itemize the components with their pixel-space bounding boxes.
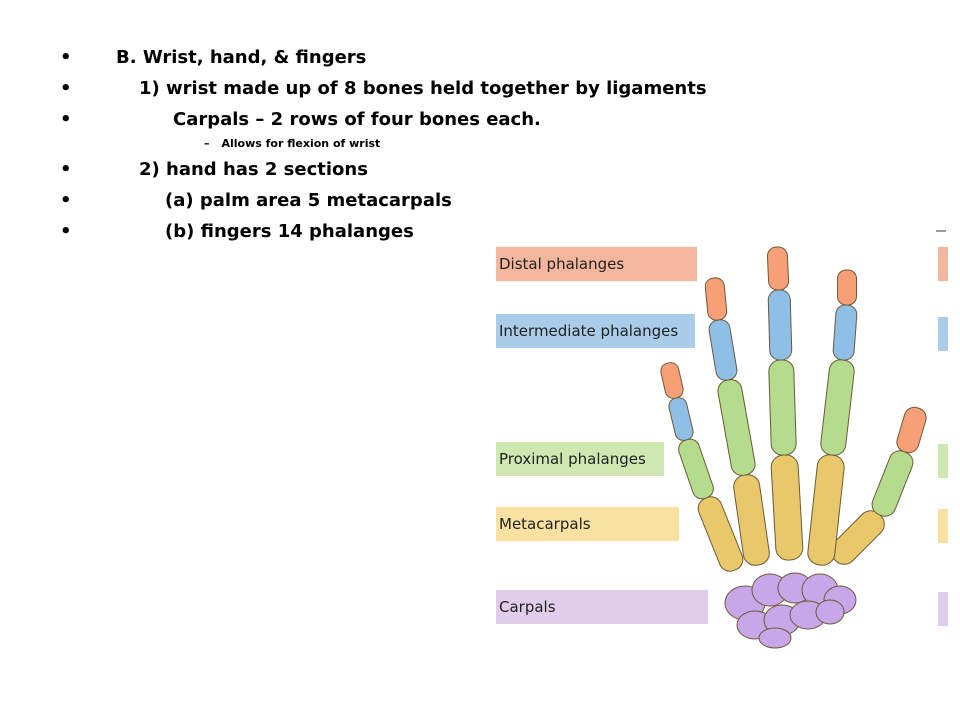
label-carpals: Carpals bbox=[496, 590, 708, 624]
bullet-text: 2) hand has 2 sections bbox=[139, 159, 368, 180]
bullet-text: (a) palm area 5 metacarpals bbox=[165, 190, 452, 211]
bullet-text: Carpals – 2 rows of four bones each. bbox=[173, 109, 541, 130]
label-distal-phalanges: Distal phalanges bbox=[496, 247, 697, 281]
bullet-dot: • bbox=[60, 47, 72, 68]
label-strip-proximal bbox=[938, 444, 948, 478]
label-intermediate-phalanges: Intermediate phalanges bbox=[496, 314, 695, 348]
bullet-dot: • bbox=[60, 190, 72, 211]
bullet-text: (b) fingers 14 phalanges bbox=[165, 221, 414, 242]
distal-phalanx-bone bbox=[660, 362, 684, 399]
sub-bullet-text: Allows for flexion of wrist bbox=[221, 137, 381, 150]
intermediate-phalanx-bone bbox=[767, 289, 793, 361]
distal-phalanx-bone bbox=[837, 269, 857, 306]
bullet-dot: • bbox=[60, 159, 72, 180]
bullet-text: 1) wrist made up of 8 bones held togethe… bbox=[139, 78, 707, 99]
proximal-phalanx-bone bbox=[820, 359, 855, 456]
distal-phalanx-bone bbox=[704, 277, 728, 321]
intermediate-phalanx-bone bbox=[708, 319, 738, 381]
proximal-phalanx-bone bbox=[678, 438, 714, 500]
bullet-dot: • bbox=[60, 109, 72, 130]
metacarpal-bone bbox=[770, 454, 804, 561]
sub-bullet-dash: – bbox=[204, 137, 210, 150]
label-strip-distal bbox=[938, 247, 948, 281]
distal-phalanx-bone bbox=[896, 406, 927, 454]
proximal-phalanx-bone bbox=[768, 359, 797, 456]
label-strip-metacarpals bbox=[938, 509, 948, 543]
carpal-bone bbox=[815, 599, 845, 625]
edge-tick bbox=[936, 230, 946, 232]
sub-bullet-item: –Allows for flexion of wrist bbox=[204, 137, 380, 150]
hand-skeleton-figure bbox=[660, 246, 927, 649]
proximal-phalanx-bone bbox=[717, 379, 756, 476]
label-strip-carpals bbox=[938, 592, 948, 626]
label-proximal-phalanges: Proximal phalanges bbox=[496, 442, 664, 476]
label-metacarpals: Metacarpals bbox=[496, 507, 679, 541]
proximal-phalanx-bone bbox=[871, 450, 914, 517]
bullet-dot: • bbox=[60, 221, 72, 242]
intermediate-phalanx-bone bbox=[668, 397, 694, 441]
carpal-bone bbox=[758, 627, 792, 649]
intermediate-phalanx-bone bbox=[832, 304, 858, 361]
label-strip-intermediate bbox=[938, 317, 948, 351]
bullet-text: B. Wrist, hand, & fingers bbox=[116, 47, 367, 68]
bullet-dot: • bbox=[60, 78, 72, 99]
distal-phalanx-bone bbox=[766, 246, 790, 291]
